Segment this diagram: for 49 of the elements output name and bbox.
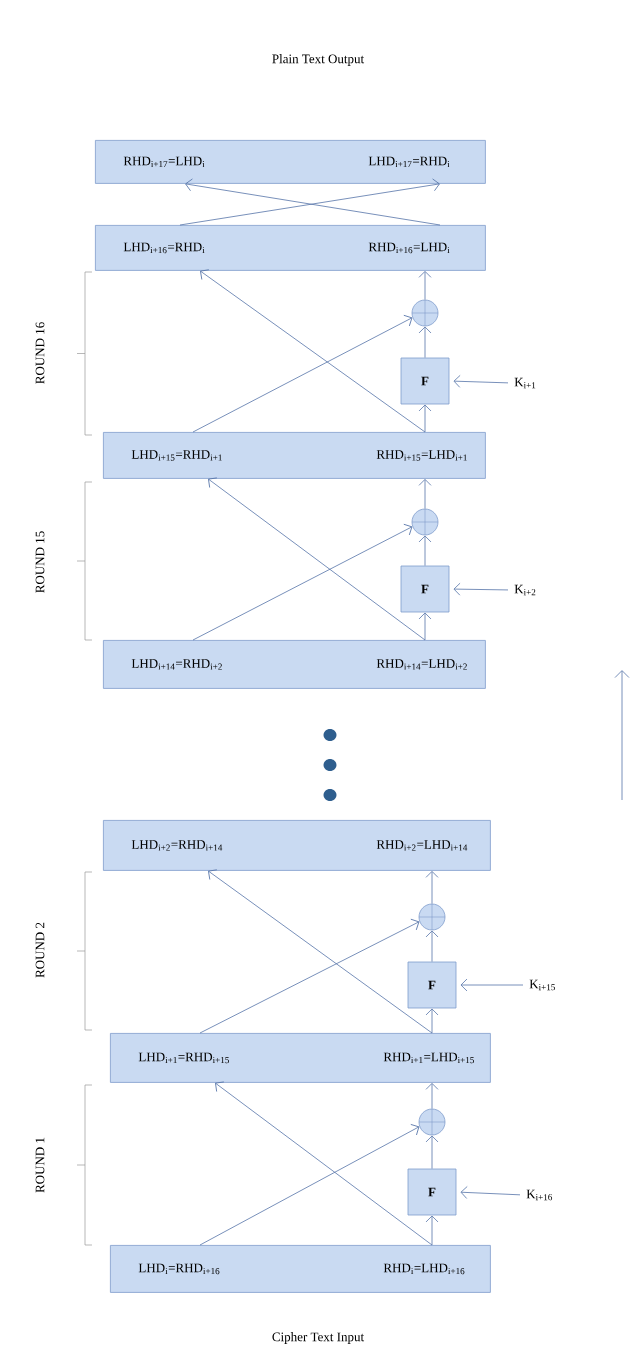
arrow [425,1215,439,1246]
arrow [418,535,432,566]
arrow [418,612,432,641]
arrow [199,918,420,1034]
arrow [425,871,439,904]
state-box: LHD$_{i+15}$=RHD$_{i+1}$ RHD$_{i+15}$=LHD$_{i+1}$ [103,432,486,479]
state-box: LHD$_{i+2}$=RHD$_{i+14}$ RHD$_{i+2}$=LHD$_{i+14}$ [103,820,491,871]
arrow [425,1135,439,1169]
arrow [425,1008,439,1034]
key-label: K$_{i+2}$ [514,584,536,596]
round-label: ROUND 2 [35,922,45,978]
xor-symbol [411,299,439,327]
arrow [199,1124,420,1246]
arrow [192,523,413,641]
function-box: F [407,1168,457,1216]
arrow [453,582,509,596]
state-box: LHD$_{i+14}$=RHD$_{i+2}$ RHD$_{i+14}$=LHD$_{i+2}$ [103,640,486,689]
xor-symbol [411,508,439,536]
key-label: K$_{i+1}$ [514,377,536,389]
arrow [418,404,432,433]
arrow [418,270,432,300]
arrow [208,477,426,641]
state-box: LHD$_{i+1}$=RHD$_{i+15}$ RHD$_{i+1}$=LHD$_{i+15}$ [110,1033,491,1083]
arrow [215,1081,433,1246]
io-label: Cipher Text Input [272,1332,365,1344]
round-label: ROUND 1 [35,1137,45,1193]
io-label: Plain Text Output [272,54,365,66]
key-label: K$_{i+16}$ [526,1189,553,1201]
state-box: LHD$_{i}$=RHD$_{i+16}$ RHD$_{i}$=LHD$_{i+16}$ [110,1245,491,1293]
round-label: ROUND 15 [35,531,45,593]
state-box: LHD$_{i+16}$=RHD$_{i}$ RHD$_{i+16}$=LHD$_{i}$ [95,225,486,271]
arrow [425,1083,439,1109]
arrow [418,326,432,358]
arrow [192,314,413,433]
arrow [453,374,509,388]
arrow [425,930,439,962]
function-box: F [407,961,457,1009]
arrow [418,478,432,509]
function-box: F [400,357,450,405]
arrow [208,869,433,1034]
arrow [460,1186,521,1199]
arrow [460,978,524,992]
round-label: ROUND 16 [35,322,45,384]
arrow [200,269,426,433]
function-box: F [400,565,450,613]
key-label: K$_{i+15}$ [529,979,555,991]
xor-symbol [418,1108,446,1136]
xor-symbol [418,903,446,931]
state-box: RHD$_{i+17}$=LHD$_{i}$ LHD$_{i+17}$=RHD$_{i}$ [95,140,486,184]
